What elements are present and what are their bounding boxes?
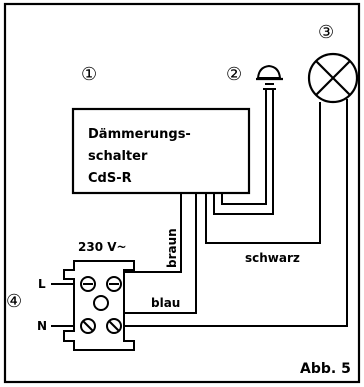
marker-4: ④ — [6, 291, 22, 312]
label-L: L — [38, 277, 46, 291]
photo-sensor-icon — [256, 64, 283, 90]
blue-wire — [124, 192, 197, 314]
brown-wire — [124, 192, 182, 273]
screw-icon — [106, 318, 122, 334]
twilight-switch-box — [71, 107, 251, 195]
switch-label-line3: CdS-R — [88, 171, 132, 186]
sensor-leads — [213, 90, 274, 215]
label-blue: blau — [151, 296, 180, 310]
black-wire — [205, 102, 321, 244]
screw-icon — [106, 276, 122, 292]
label-voltage: 230 V~ — [78, 240, 127, 254]
screw-icon — [80, 276, 96, 292]
screw-icon — [80, 318, 96, 334]
lamp-icon — [307, 52, 359, 104]
switch-label-line2: schalter — [88, 149, 148, 164]
marker-2: ② — [226, 64, 242, 85]
screw-hole-icon — [93, 295, 109, 311]
terminal-block — [63, 260, 135, 351]
label-brown: braun — [165, 228, 179, 268]
label-N: N — [37, 319, 47, 333]
switch-label-line1: Dämmerungs- — [88, 127, 191, 142]
figure-label: Abb. 5 — [300, 361, 351, 377]
outer-frame — [3, 2, 361, 384]
marker-1: ① — [81, 64, 97, 85]
marker-3: ③ — [318, 22, 334, 43]
label-black: schwarz — [245, 251, 300, 265]
neutral-wire — [124, 99, 348, 327]
